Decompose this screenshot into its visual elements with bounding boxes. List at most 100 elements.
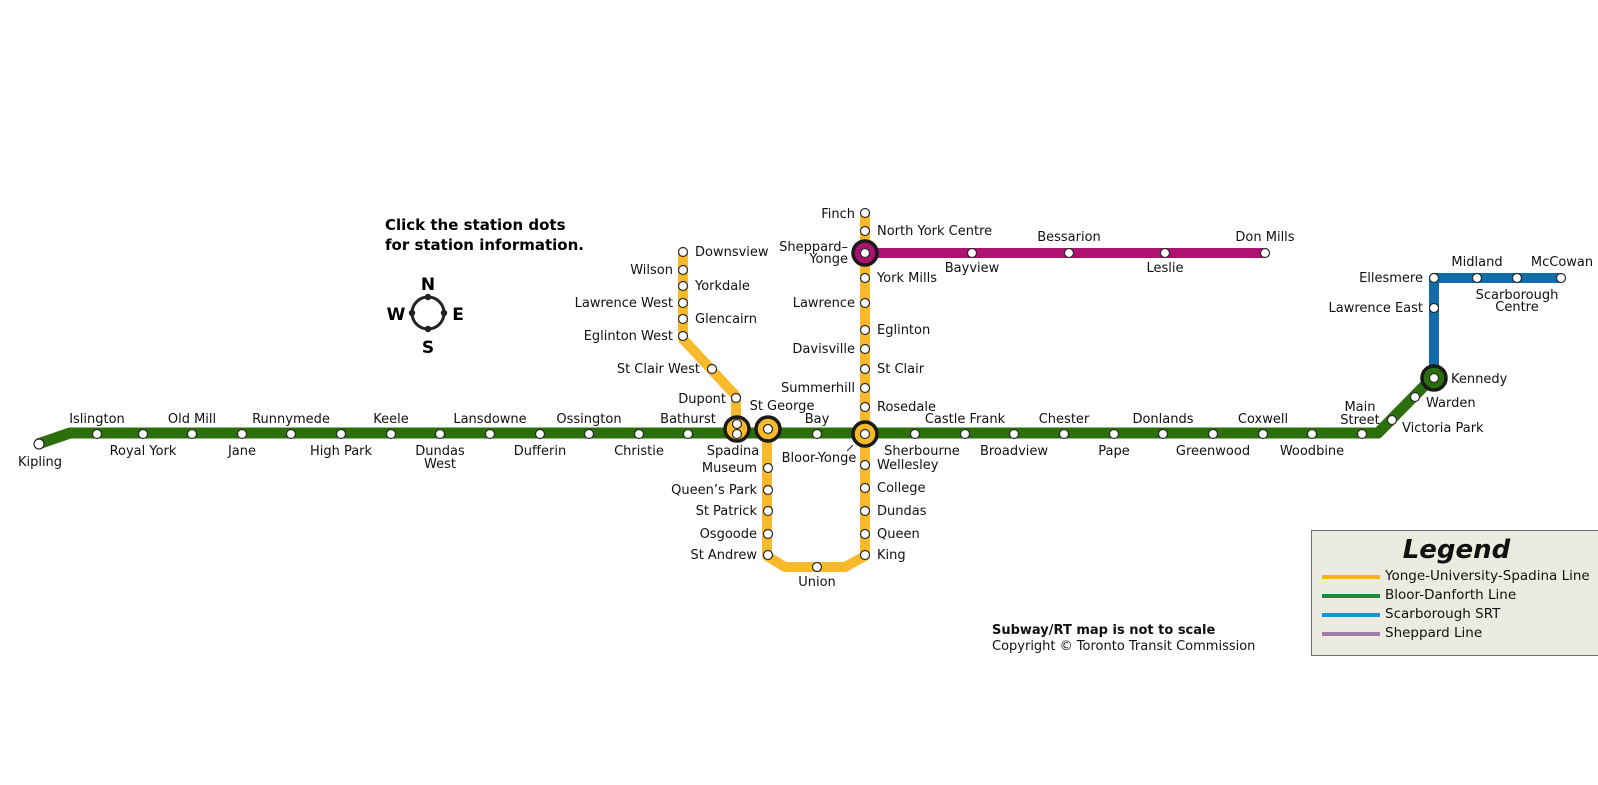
station-dot-st-patrick[interactable] (762, 505, 774, 517)
station-dot-spadina-yus[interactable] (731, 418, 743, 430)
label-bay[interactable]: Bay (805, 412, 830, 427)
station-dot-bay[interactable] (811, 428, 823, 440)
station-dot-queens-park[interactable] (762, 484, 774, 496)
label-main-street-2[interactable]: Street (1340, 413, 1380, 428)
label-chester[interactable]: Chester (1039, 412, 1090, 427)
station-dot-bloor-yonge[interactable] (859, 428, 871, 440)
label-dundas-west-2[interactable]: West (424, 457, 456, 472)
label-sheppard-yonge-2[interactable]: Yonge (808, 252, 848, 267)
label-scarborough-centre-1[interactable]: Scarborough (1476, 288, 1559, 303)
station-dot-st-clair[interactable] (859, 363, 871, 375)
station-dot-lansdowne[interactable] (484, 428, 496, 440)
station-dot-sheppard-yonge[interactable] (859, 247, 871, 259)
station-dot-castle-frank[interactable] (959, 428, 971, 440)
label-bessarion[interactable]: Bessarion (1037, 230, 1101, 245)
station-dot-dundas[interactable] (859, 505, 871, 517)
label-midland[interactable]: Midland (1451, 255, 1502, 270)
station-dot-lawrence-west[interactable] (677, 297, 689, 309)
label-main-street-1[interactable]: Main (1344, 400, 1375, 415)
label-mccowan[interactable]: McCowan (1531, 255, 1593, 270)
station-dot-warden[interactable] (1409, 391, 1421, 403)
label-keele[interactable]: Keele (373, 412, 408, 427)
station-dot-bessarion[interactable] (1063, 247, 1075, 259)
station-dot-old-mill[interactable] (186, 428, 198, 440)
label-st-andrew[interactable]: St Andrew (690, 548, 757, 563)
station-dot-high-park[interactable] (335, 428, 347, 440)
label-downsview[interactable]: Downsview (695, 245, 769, 260)
station-dot-eglinton-west[interactable] (677, 330, 689, 342)
label-st-clair[interactable]: St Clair (877, 362, 925, 377)
label-pape[interactable]: Pape (1098, 444, 1129, 459)
label-lansdowne[interactable]: Lansdowne (453, 412, 526, 427)
label-union[interactable]: Union (798, 575, 836, 590)
label-college[interactable]: College (877, 481, 926, 496)
label-dundas[interactable]: Dundas (877, 504, 927, 519)
label-sherbourne[interactable]: Sherbourne (884, 444, 960, 459)
station-dot-spadina-bd[interactable] (731, 428, 743, 440)
station-dot-rosedale[interactable] (859, 401, 871, 413)
station-dot-dufferin[interactable] (534, 428, 546, 440)
label-sheppard-yonge-1[interactable]: Sheppard– (779, 240, 848, 255)
label-dundas-west-1[interactable]: Dundas (415, 444, 465, 459)
label-wilson[interactable]: Wilson (630, 263, 673, 278)
label-runnymede[interactable]: Runnymede (252, 412, 330, 427)
station-dot-ellesmere[interactable] (1428, 272, 1440, 284)
label-woodbine[interactable]: Woodbine (1280, 444, 1344, 459)
label-bayview[interactable]: Bayview (945, 261, 1000, 276)
station-dot-st-clair-west[interactable] (706, 363, 718, 375)
station-dot-kipling[interactable] (33, 438, 45, 450)
station-dot-islington[interactable] (91, 428, 103, 440)
label-lawrence-east[interactable]: Lawrence East (1329, 301, 1423, 316)
station-dot-osgoode[interactable] (762, 528, 774, 540)
label-summerhill[interactable]: Summerhill (781, 381, 855, 396)
station-dot-chester[interactable] (1058, 428, 1070, 440)
station-dot-yorkdale[interactable] (677, 280, 689, 292)
label-castle-frank[interactable]: Castle Frank (925, 412, 1006, 427)
label-warden[interactable]: Warden (1426, 396, 1476, 411)
station-dot-lawrence-east[interactable] (1428, 302, 1440, 314)
station-dot-greenwood[interactable] (1207, 428, 1219, 440)
label-ossington[interactable]: Ossington (556, 412, 621, 427)
label-dupont[interactable]: Dupont (678, 392, 726, 407)
station-dot-st-andrew[interactable] (762, 549, 774, 561)
label-st-patrick[interactable]: St Patrick (696, 504, 758, 519)
label-eglinton-west[interactable]: Eglinton West (584, 329, 673, 344)
station-dot-woodbine[interactable] (1306, 428, 1318, 440)
station-dot-downsview[interactable] (677, 246, 689, 258)
station-dot-college[interactable] (859, 482, 871, 494)
station-dot-queen[interactable] (859, 528, 871, 540)
label-high-park[interactable]: High Park (310, 444, 373, 459)
label-islington[interactable]: Islington (69, 412, 125, 427)
station-dot-king[interactable] (859, 549, 871, 561)
station-dot-sherbourne[interactable] (909, 428, 921, 440)
label-royal-york[interactable]: Royal York (110, 444, 177, 459)
station-dot-christie[interactable] (633, 428, 645, 440)
station-dot-victoria-park[interactable] (1386, 414, 1398, 426)
label-glencairn[interactable]: Glencairn (695, 312, 757, 327)
station-dot-donlands[interactable] (1157, 428, 1169, 440)
label-york-mills[interactable]: York Mills (876, 271, 937, 286)
label-st-clair-west[interactable]: St Clair West (617, 362, 700, 377)
label-bloor-yonge[interactable]: Bloor-Yonge (782, 451, 857, 466)
station-dot-mccowan[interactable] (1555, 272, 1567, 284)
station-dot-coxwell[interactable] (1257, 428, 1269, 440)
label-broadview[interactable]: Broadview (980, 444, 1048, 459)
label-davisville[interactable]: Davisville (792, 342, 855, 357)
label-donlands[interactable]: Donlands (1132, 412, 1193, 427)
station-dot-ossington[interactable] (583, 428, 595, 440)
station-dot-st-george[interactable] (762, 423, 774, 435)
station-dot-museum[interactable] (762, 462, 774, 474)
label-osgoode[interactable]: Osgoode (700, 527, 757, 542)
station-dot-keele[interactable] (385, 428, 397, 440)
label-spadina[interactable]: Spadina (707, 444, 760, 459)
station-dot-pape[interactable] (1108, 428, 1120, 440)
station-dot-lawrence[interactable] (859, 297, 871, 309)
station-dot-dupont[interactable] (730, 392, 742, 404)
label-leslie[interactable]: Leslie (1146, 261, 1183, 276)
station-dot-bayview[interactable] (966, 247, 978, 259)
label-greenwood[interactable]: Greenwood (1176, 444, 1250, 459)
label-queen[interactable]: Queen (877, 527, 920, 542)
station-dot-midland[interactable] (1471, 272, 1483, 284)
station-dot-davisville[interactable] (859, 343, 871, 355)
station-dot-bathurst[interactable] (682, 428, 694, 440)
